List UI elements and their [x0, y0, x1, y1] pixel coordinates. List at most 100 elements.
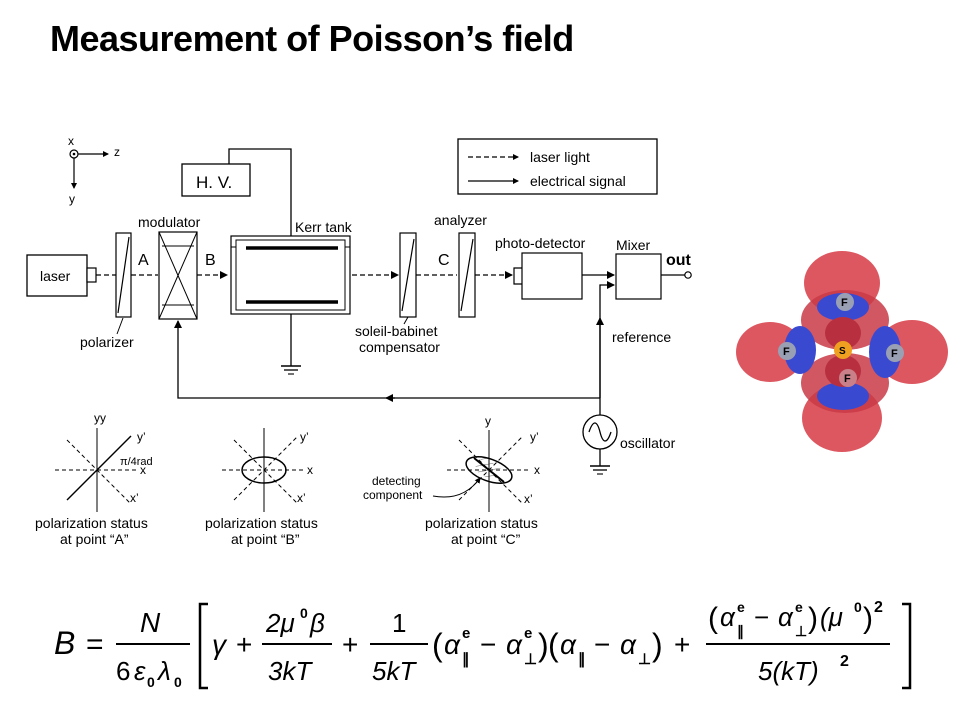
- coordinate-axes: x z y: [68, 134, 120, 206]
- eq-lam-sub: 0: [174, 674, 182, 690]
- polarization-diagram-c: y y’ x x’ detecting component polarizati…: [363, 414, 540, 547]
- eq-lhs: B: [54, 625, 75, 661]
- axis-y-label: y: [69, 192, 75, 206]
- eq-mu0: (μ: [820, 602, 843, 632]
- pol-c-xprime: x’: [524, 492, 533, 506]
- eq-par-3: ∥: [737, 623, 744, 640]
- laser-source: laser: [26, 254, 97, 297]
- svg-text:(: (: [432, 627, 443, 663]
- molecule-illustration: F F F F S: [736, 251, 948, 452]
- pol-a-x: x: [140, 463, 146, 477]
- analyzer-label: analyzer: [434, 212, 487, 228]
- eq-alpha-5: α: [720, 602, 736, 632]
- eq-alpha-2: α: [506, 629, 523, 660]
- eq-alpha-3: α: [560, 629, 577, 660]
- eq-six: 6: [116, 656, 130, 686]
- slide-title: Measurement of Poisson’s field: [50, 18, 574, 59]
- modulator-label: modulator: [138, 214, 201, 230]
- pol-c-x: x: [534, 463, 540, 477]
- eq-mu-sup: 0: [300, 605, 308, 621]
- eq-epsilon: ε: [134, 656, 146, 686]
- hv-label: H. V.: [196, 173, 232, 192]
- axis-x-label: x: [68, 134, 74, 148]
- eq-one: 1: [392, 608, 406, 638]
- photo-detector: photo-detector: [495, 235, 615, 300]
- compensator-label-1: soleil-babinet: [355, 323, 438, 339]
- eq-perp-2: ⊥: [638, 651, 651, 668]
- pol-a-angle: π/4rad: [120, 456, 153, 468]
- eq-alpha-6: α: [778, 602, 794, 632]
- eq-sq-2: 2: [840, 653, 849, 670]
- svg-text:): ): [538, 627, 549, 663]
- svg-text:): ): [863, 602, 873, 635]
- mixer: Mixer out: [615, 237, 692, 300]
- pol-c-detecting-1: detecting: [372, 474, 421, 488]
- legend-laser-light: laser light: [530, 149, 590, 165]
- pol-a-xprime: x’: [130, 491, 139, 505]
- reference-label: reference: [612, 329, 671, 345]
- kerr-tank-label: Kerr tank: [295, 219, 353, 235]
- svg-text:+: +: [342, 629, 358, 660]
- atom-f-front: F: [844, 373, 851, 385]
- eq-gamma: γ: [212, 629, 228, 660]
- polarizer-label: polarizer: [80, 334, 134, 350]
- kerr-tank: Kerr tank: [230, 219, 353, 375]
- point-a-label: A: [138, 252, 149, 269]
- eq-alpha-1: α: [444, 629, 461, 660]
- laser-label: laser: [40, 268, 71, 284]
- eq-alpha-4: α: [620, 629, 637, 660]
- pol-c-y: y: [485, 414, 491, 428]
- svg-text:−: −: [480, 629, 496, 660]
- pol-c-caption-2: at point “C”: [451, 531, 521, 547]
- pol-b-x: x: [307, 463, 313, 477]
- pol-b-xprime: x’: [297, 491, 306, 505]
- pol-c-yprime: y’: [530, 430, 539, 444]
- pol-b-caption-2: at point “B”: [231, 531, 300, 547]
- svg-text:=: =: [86, 628, 104, 661]
- eq-sq-1: 2: [874, 599, 883, 616]
- legend: laser light electrical signal: [457, 138, 658, 195]
- eq-three-kt: 3kT: [268, 656, 313, 686]
- eq-perp-1: ⊥: [524, 651, 537, 668]
- eq-e-4: e: [795, 599, 803, 615]
- atom-s-center: S: [839, 346, 846, 357]
- pol-b-yprime: y’: [300, 430, 309, 444]
- mixer-label: Mixer: [616, 237, 651, 253]
- point-b-label: B: [205, 252, 216, 269]
- eq-mu0-sup: 0: [854, 599, 862, 615]
- modulator: modulator: [138, 214, 201, 320]
- eq-lambda: λ: [156, 656, 171, 686]
- eq-five-kt-sq: 5(kT): [758, 656, 819, 686]
- atom-f-right: F: [891, 348, 898, 360]
- svg-text:+: +: [236, 629, 252, 660]
- analyzer: analyzer: [434, 212, 487, 318]
- svg-text:−: −: [754, 602, 769, 632]
- eq-par-2: ∥: [578, 651, 586, 668]
- svg-text:(: (: [708, 602, 718, 635]
- oscillator-label: oscillator: [620, 435, 676, 451]
- eq-numerator-n: N: [140, 607, 161, 638]
- photodetector-label: photo-detector: [495, 235, 586, 251]
- pol-a-caption-2: at point “A”: [60, 531, 129, 547]
- pol-a-caption-1: polarization status: [35, 515, 148, 531]
- eq-e-2: e: [524, 625, 532, 642]
- svg-text:+: +: [674, 629, 690, 660]
- hv-supply: H. V.: [181, 148, 292, 236]
- pol-a-yy: yy: [94, 411, 106, 425]
- point-c-label: C: [438, 252, 450, 269]
- out-label: out: [666, 252, 692, 269]
- pol-a-yprime: y’: [137, 430, 146, 444]
- eq-e-1: e: [462, 625, 470, 642]
- eq-par-1: ∥: [462, 651, 470, 668]
- legend-electrical-signal: electrical signal: [530, 173, 626, 189]
- axis-z-label: z: [114, 145, 120, 159]
- svg-text:−: −: [594, 629, 610, 660]
- eq-two-mu: 2μ: [265, 608, 295, 638]
- signal-wiring: [174, 281, 615, 415]
- svg-text:(: (: [548, 627, 559, 663]
- pol-c-detecting-2: component: [363, 488, 423, 502]
- eq-five-kt: 5kT: [372, 656, 417, 686]
- svg-text:): ): [808, 602, 818, 635]
- atom-f-left: F: [783, 346, 790, 358]
